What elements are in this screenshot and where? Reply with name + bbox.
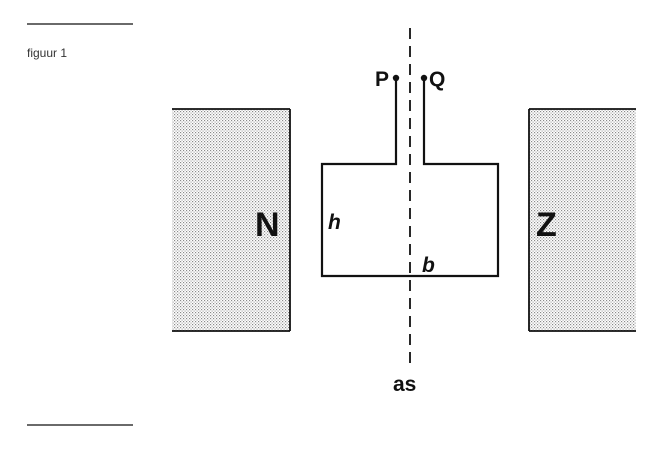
height-label: h <box>328 211 341 234</box>
south-pole <box>528 108 636 332</box>
terminal-q-label: Q <box>429 68 445 91</box>
terminal-q-dot <box>420 74 428 82</box>
north-pole-label: N <box>255 206 280 244</box>
width-label: b <box>422 254 435 277</box>
north-pole <box>172 108 291 332</box>
coil-loop <box>320 80 500 278</box>
terminal-p-label: P <box>375 68 389 91</box>
figure-caption: figuur 1 <box>27 46 67 60</box>
terminal-p-dot <box>392 74 400 82</box>
south-pole-label: Z <box>536 206 557 244</box>
axis-label: as <box>393 373 416 396</box>
